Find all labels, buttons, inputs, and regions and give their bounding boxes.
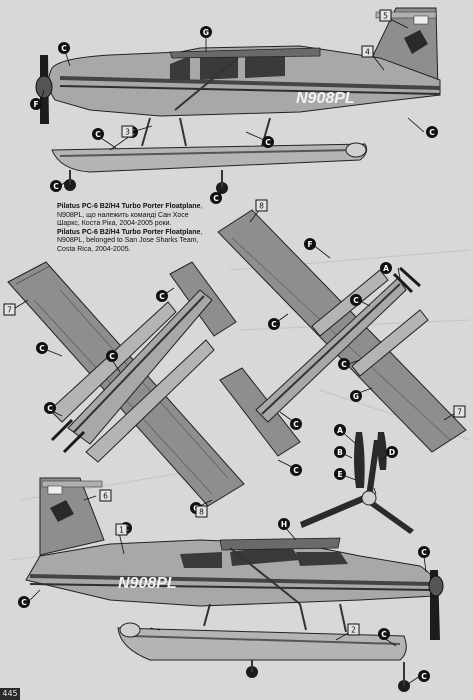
svg-text:7: 7 [457,408,462,417]
svg-text:2: 2 [351,626,356,635]
callout-c: C [418,546,430,558]
callout-a: A [380,262,392,274]
callout-h: H [278,518,290,530]
svg-text:6: 6 [103,492,108,501]
callout-6: 6 [99,489,112,502]
registration-text-bottom: N908PL [118,575,177,592]
svg-text:E: E [337,470,342,479]
svg-text:7: 7 [7,306,12,315]
svg-text:G: G [353,392,359,401]
caption: Pilatus PC-6 B2/H4 Turbo Porter Floatpla… [57,203,209,255]
plan-view-left [7,261,245,507]
svg-text:C: C [381,630,387,639]
callout-7: 7 [3,303,16,316]
callout-c: C [290,418,302,430]
svg-text:5: 5 [383,12,388,21]
svg-text:C: C [159,292,165,301]
callout-b: B [334,446,346,458]
svg-text:C: C [341,360,347,369]
callout-c: C [58,42,70,54]
callout-c: C [426,126,438,138]
caption-body-en: , N908PL, belonged to San Jose Sharks Te… [57,228,203,253]
callout-4: 4 [361,45,374,58]
svg-text:C: C [293,420,299,429]
callout-g: G [200,26,212,38]
callout-c: C [350,294,362,306]
callout-c: C [36,342,48,354]
svg-text:C: C [265,138,271,147]
svg-text:F: F [307,240,312,249]
svg-text:8: 8 [259,202,264,211]
callout-3: 3 [121,125,134,138]
callout-c: C [210,192,222,204]
callout-c: C [92,128,104,140]
svg-text:B: B [337,448,343,457]
svg-text:C: C [53,182,59,191]
svg-text:C: C [271,320,277,329]
callout-c: C [418,670,430,682]
svg-text:8: 8 [199,508,204,517]
svg-text:3: 3 [125,128,130,137]
side-view-top: N908PL [35,7,441,194]
page-number: 445 [0,688,20,700]
svg-text:C: C [213,194,219,203]
callout-c: C [106,350,118,362]
flag-decal [413,15,429,25]
callout-g: G [350,390,362,402]
side-view-bottom: N908PL [25,477,444,692]
plan-view-right [217,209,467,457]
svg-text:C: C [421,672,427,681]
caption-title-uk: Pilatus PC-6 B2/H4 Turbo Porter Floatpla… [57,203,201,210]
svg-text:C: C [21,598,27,607]
svg-text:C: C [47,404,53,413]
callout-a: A [334,424,346,436]
svg-text:F: F [33,100,38,109]
svg-text:C: C [39,344,45,353]
svg-text:D: D [389,448,395,457]
callout-8: 8 [195,505,208,518]
shark-logo [404,30,428,54]
callout-e: E [334,468,346,480]
callout-c: C [338,358,350,370]
callout-2: 2 [347,623,360,636]
svg-text:A: A [337,426,343,435]
callout-c: C [50,180,62,192]
callout-f: F [30,98,42,110]
svg-text:G: G [203,28,209,37]
callout-c: C [156,290,168,302]
svg-text:C: C [109,352,115,361]
callout-1: 1 [115,523,128,536]
propeller-detail [300,432,414,534]
svg-text:4: 4 [365,48,370,57]
callout-c: C [290,464,302,476]
callout-f: F [304,238,316,250]
caption-body-uk: , N908PL, що належить команді Сан Хосе Ш… [57,203,203,228]
callout-5: 5 [379,9,392,22]
svg-text:C: C [353,296,359,305]
svg-text:C: C [293,466,299,475]
svg-text:C: C [421,548,427,557]
svg-text:C: C [61,44,67,53]
callout-c: C [268,318,280,330]
number-callouts: 5 4 3 7 8 7 8 6 1 2 [3,9,466,636]
callout-c: C [378,628,390,640]
svg-text:H: H [281,520,287,529]
callout-8: 8 [255,199,268,212]
callout-c: C [18,596,30,608]
caption-ukrainian: Pilatus PC-6 B2/H4 Turbo Porter Floatpla… [57,203,209,229]
registration-text: N908PL [296,90,355,107]
callout-7: 7 [453,405,466,418]
callout-c: C [44,402,56,414]
callout-d: D [386,446,398,458]
callout-c: C [262,136,274,148]
svg-text:C: C [429,128,435,137]
caption-title-en: Pilatus PC-6 B2/H4 Turbo Porter Floatpla… [57,228,201,236]
svg-text:1: 1 [119,526,124,535]
letter-callouts: C G F C C C C C C C C C C C F A C C C G … [18,26,438,682]
svg-text:A: A [383,264,389,273]
svg-text:C: C [95,130,101,139]
caption-english: Pilatus PC-6 B2/H4 Turbo Porter Floatpla… [57,229,209,255]
